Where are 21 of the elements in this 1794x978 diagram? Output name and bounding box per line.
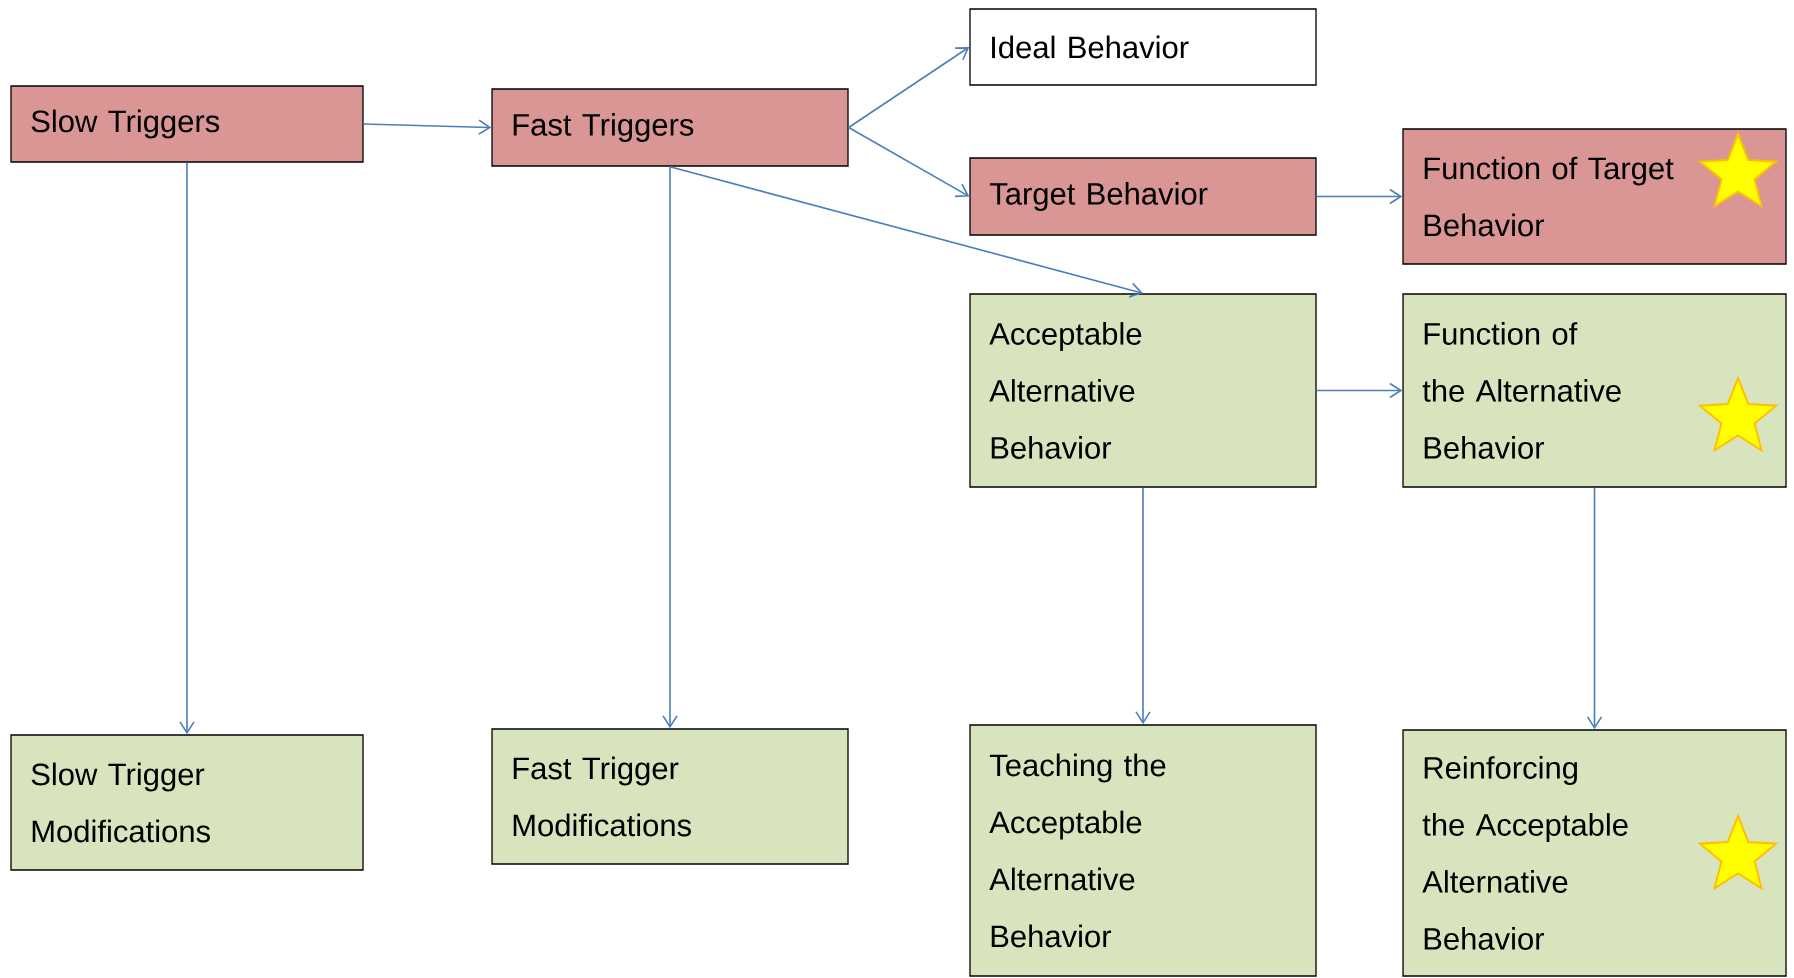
arrow xyxy=(1586,486,1603,730)
process-box: Fast Triggers xyxy=(491,88,849,167)
process-box: Target Behavior xyxy=(969,157,1317,236)
arrow xyxy=(1315,382,1403,399)
arrow xyxy=(669,165,1143,298)
process-box: Slow Triggers xyxy=(10,85,364,163)
process-box: Teaching the Acceptable Alternative Behavior xyxy=(969,724,1317,977)
arrow xyxy=(847,47,970,129)
process-box: Slow Trigger Modifications xyxy=(10,734,364,871)
process-box: Acceptable Alternative Behavior xyxy=(969,293,1317,488)
process-box: Fast Trigger Modifications xyxy=(491,728,849,865)
arrow xyxy=(362,119,492,135)
arrow xyxy=(847,126,970,198)
arrow xyxy=(1315,188,1403,205)
process-box: Reinforcing the Acceptable Alternative Behavior xyxy=(1402,729,1787,977)
process-box: Function of the Alternative Behavior xyxy=(1402,293,1787,488)
process-box: Function of Target Behavior xyxy=(1402,128,1787,265)
arrow xyxy=(179,161,195,735)
process-box: Ideal Behavior xyxy=(969,8,1317,86)
arrow xyxy=(1135,486,1151,725)
arrow xyxy=(662,165,678,729)
